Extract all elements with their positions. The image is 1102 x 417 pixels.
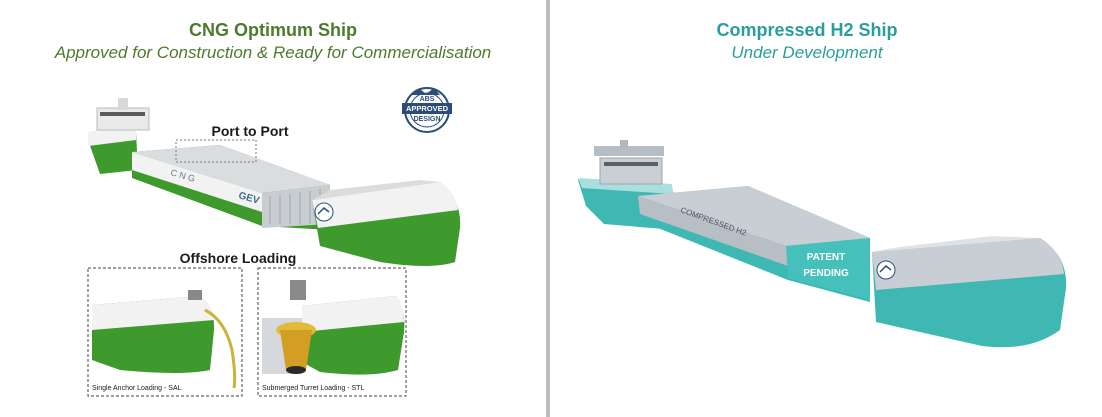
h2-illustration: COMPRESSED H2 PATENT PENDING [578,140,1067,348]
port-to-port-label: Port to Port [212,123,289,139]
patent-line-2: PENDING [803,268,849,279]
offshore-loading-label: Offshore Loading [180,250,297,266]
cng-illustration: ABS APPROVED DESIGN C N G GEV [87,87,461,397]
h2-panel: Compressed H2 Ship Under Development COM… [552,0,1102,417]
h2-subtitle: Under Development [731,43,883,62]
cng-title: CNG Optimum Ship [189,20,357,40]
patent-line-1: PATENT [807,252,846,263]
stl-caption: Submerged Turret Loading - STL [262,385,364,392]
cng-bow-unit [312,180,461,266]
cng-panel: CNG Optimum Ship Approved for Constructi… [0,0,546,417]
h2-bow-unit [872,236,1067,348]
sal-caption: Single Anchor Loading - SAL [92,385,182,392]
abs-badge-bottom: DESIGN [414,116,441,123]
abs-badge-top: ABS [420,96,435,103]
h2-cargo-barge: COMPRESSED H2 PATENT PENDING [638,186,870,302]
abs-badge-mid: APPROVED [406,104,449,113]
cng-tug-unit [88,98,150,174]
cng-cargo-barge: C N G GEV [132,139,330,230]
cng-subtitle: Approved for Construction & Ready for Co… [54,43,492,62]
h2-title: Compressed H2 Ship [716,20,898,40]
sal-inset: Single Anchor Loading - SAL [87,267,243,397]
panel-divider [546,0,550,417]
abs-approved-badge: ABS APPROVED DESIGN [402,87,452,133]
stl-inset: Submerged Turret Loading - STL [257,267,407,397]
